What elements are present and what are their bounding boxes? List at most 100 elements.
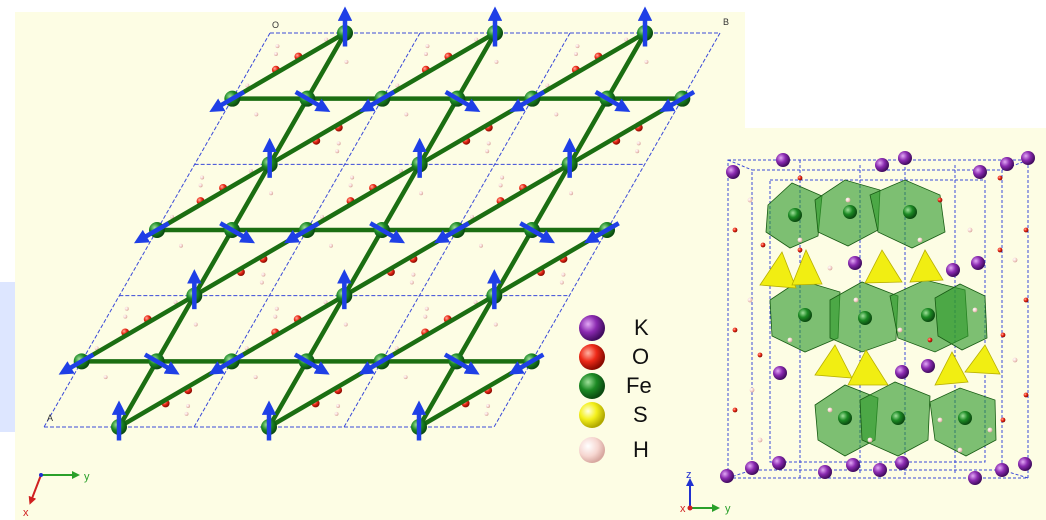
- h-atom: [348, 183, 353, 188]
- h-atom: [624, 37, 629, 42]
- h-atom: [423, 314, 428, 319]
- spin-arrow: [143, 352, 180, 375]
- h-atom: [261, 272, 266, 277]
- h-atom: [486, 403, 491, 408]
- h-atom: [394, 346, 399, 351]
- h-atom: [336, 141, 341, 146]
- spin-arrow: [519, 221, 556, 244]
- legend-label-k: K: [634, 315, 649, 340]
- axis-x-label: x: [23, 507, 29, 519]
- h-atom: [343, 322, 348, 327]
- spin-arrow: [209, 89, 246, 112]
- h-atom: [334, 411, 339, 416]
- h-atom: [424, 306, 429, 311]
- h-atom: [573, 52, 578, 57]
- h-atom: [493, 322, 498, 327]
- h-atom: [170, 214, 175, 219]
- h-atom: [498, 183, 503, 188]
- legend-swatch-fe: [579, 373, 605, 399]
- h-atom: [561, 272, 566, 277]
- spin-arrow: [369, 221, 406, 244]
- h-atom: [398, 168, 403, 173]
- h-atom: [500, 175, 505, 180]
- hydrogen-atoms: [94, 37, 649, 416]
- side-view-structure: z y x: [680, 151, 1035, 515]
- h-atom: [186, 403, 191, 408]
- spin-arrow: [508, 352, 545, 375]
- h-atom: [124, 306, 129, 311]
- h-atom: [473, 300, 478, 305]
- h-atom: [569, 191, 574, 196]
- h-atom: [494, 59, 499, 64]
- h-atom: [485, 149, 490, 154]
- spin-arrow: [293, 352, 330, 375]
- cell-label-origin: O: [272, 20, 279, 30]
- cell-label-a: A: [47, 413, 53, 423]
- h-atom: [554, 112, 559, 117]
- h-atom: [244, 346, 249, 351]
- h-atom: [273, 314, 278, 319]
- legend-swatch-k: [579, 315, 605, 341]
- h-atom: [548, 168, 553, 173]
- legend-label-h: H: [633, 437, 649, 462]
- h-atom: [253, 375, 258, 380]
- h-atom: [248, 168, 253, 173]
- h-atom: [320, 214, 325, 219]
- spin-arrow: [358, 352, 395, 375]
- axis-y-label: y: [84, 471, 90, 483]
- h-atom: [324, 37, 329, 42]
- h-atom: [409, 280, 414, 285]
- legend-label-s: S: [633, 402, 648, 427]
- h-atom: [344, 59, 349, 64]
- h-atom: [259, 280, 264, 285]
- h-atom: [636, 141, 641, 146]
- h-atom: [478, 243, 483, 248]
- h-atom: [254, 112, 259, 117]
- h-atom: [474, 37, 479, 42]
- h-atom: [198, 183, 203, 188]
- legend-swatch-o: [579, 344, 605, 370]
- h-atom: [635, 149, 640, 154]
- h-atom: [328, 243, 333, 248]
- axis-x-label-right: x: [680, 503, 686, 515]
- h-atom: [245, 83, 250, 88]
- h-atom: [336, 403, 341, 408]
- h-atom: [545, 83, 550, 88]
- h-atom: [275, 44, 280, 49]
- h-atom: [484, 411, 489, 416]
- h-atom: [103, 375, 108, 380]
- h-atom: [644, 59, 649, 64]
- spin-arrow: [433, 221, 470, 244]
- h-atom: [411, 272, 416, 277]
- h-atom: [419, 191, 424, 196]
- spin-arrow: [594, 89, 631, 112]
- h-atom: [470, 214, 475, 219]
- cell-label-b: B: [723, 17, 729, 27]
- spin-arrow: [294, 89, 331, 112]
- h-atom: [173, 300, 178, 305]
- h-atom: [323, 300, 328, 305]
- spin-arrows: [58, 6, 696, 441]
- h-atom: [486, 141, 491, 146]
- spin-arrow: [133, 221, 170, 244]
- spin-arrow: [359, 89, 396, 112]
- spin-arrow: [208, 352, 245, 375]
- axis-y-label-right: y: [725, 503, 731, 515]
- h-atom: [273, 52, 278, 57]
- spin-arrow: [444, 89, 481, 112]
- h-atom: [200, 175, 205, 180]
- h-atom: [395, 83, 400, 88]
- h-atom: [559, 280, 564, 285]
- h-atom: [425, 44, 430, 49]
- axis-triad-right: z y x: [680, 469, 731, 515]
- spin-arrow: [219, 221, 256, 244]
- spin-arrow: [509, 89, 546, 112]
- side-strip: [0, 282, 15, 432]
- legend-label-o: O: [632, 344, 649, 369]
- legend-label-fe: Fe: [626, 373, 652, 398]
- legend-swatch-s: [579, 402, 605, 428]
- h-atom: [350, 175, 355, 180]
- h-atom: [575, 44, 580, 49]
- spin-arrow: [58, 352, 95, 375]
